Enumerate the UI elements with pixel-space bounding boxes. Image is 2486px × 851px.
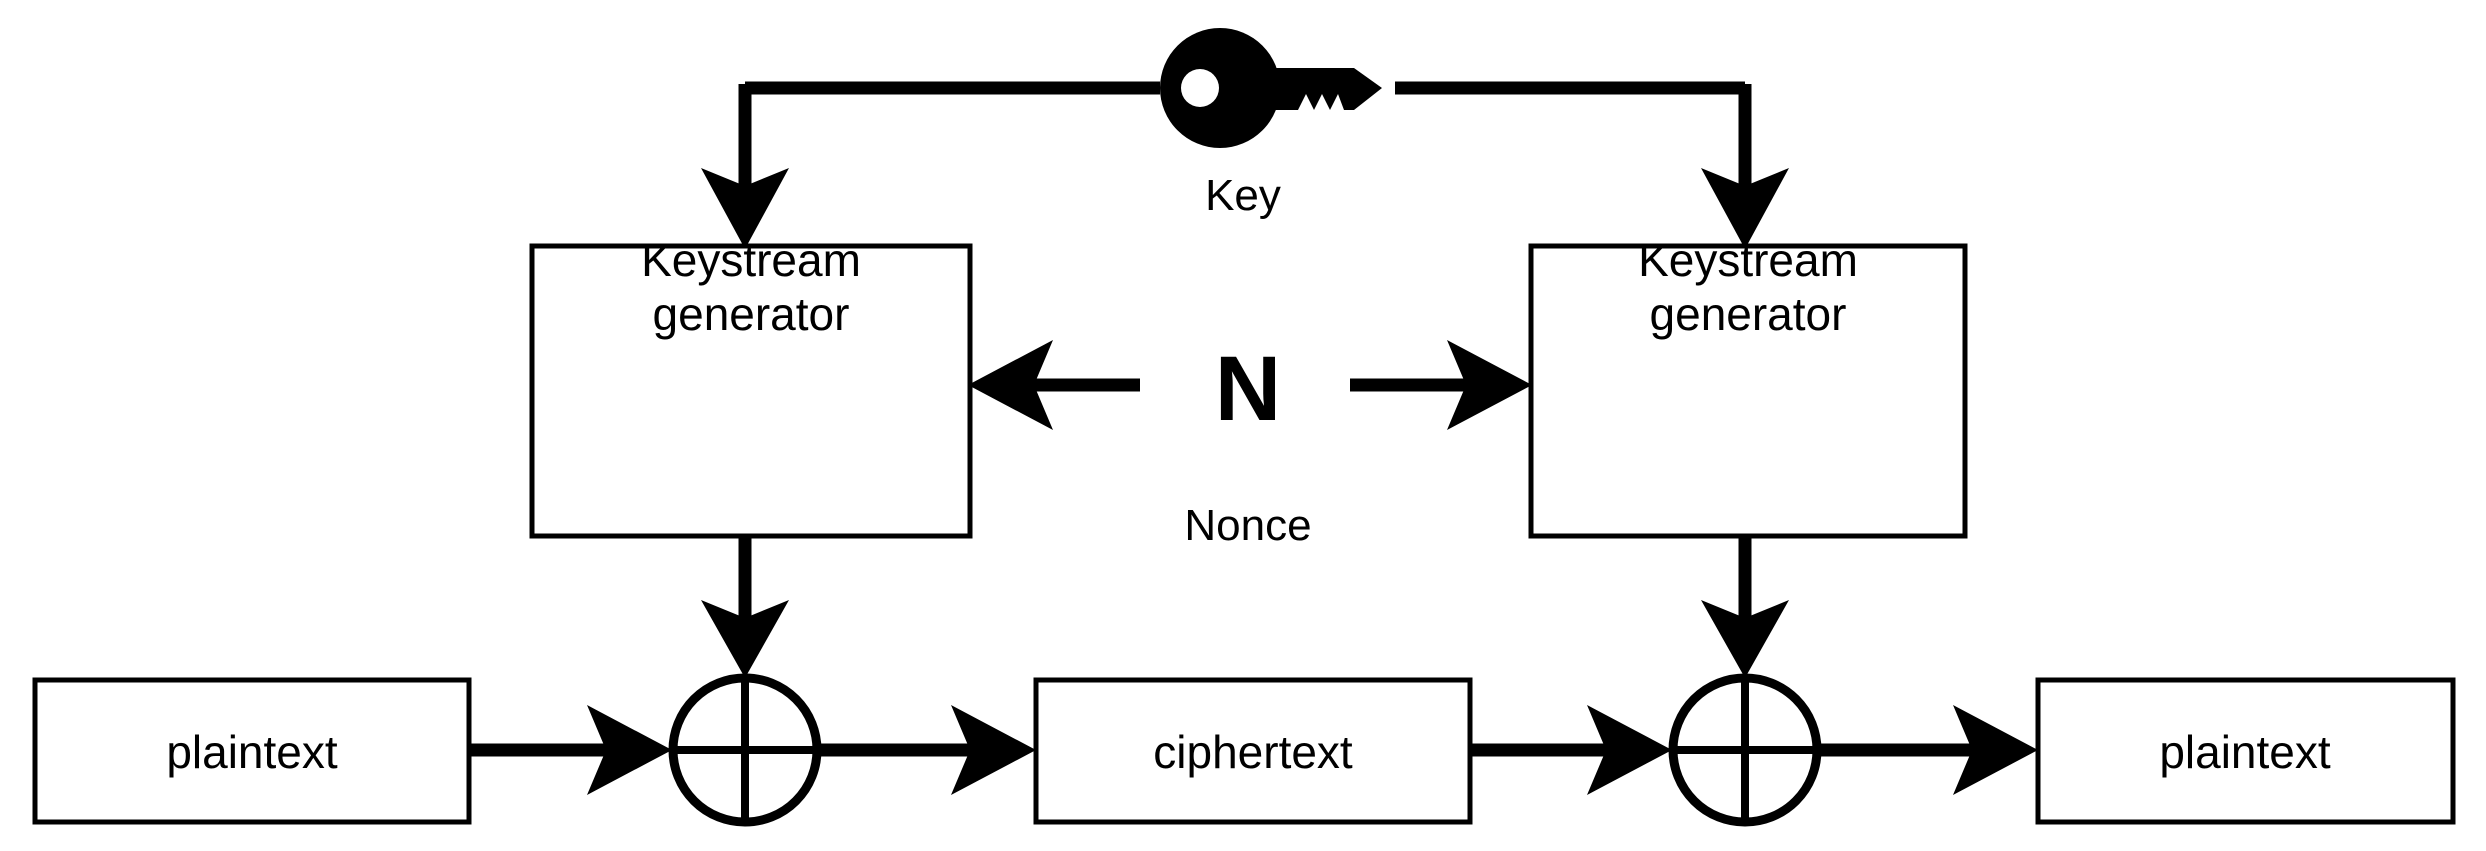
key-head bbox=[1160, 28, 1280, 148]
plaintext-to-xor-left-edge bbox=[469, 705, 672, 795]
plaintext-output-label: plaintext bbox=[2159, 726, 2331, 778]
keystream-generator-right-label-line2: generator bbox=[1650, 288, 1847, 340]
xor-left-to-ciphertext-edge bbox=[790, 705, 1036, 795]
ciphertext-box bbox=[1033, 677, 1473, 825]
arrowhead-nonce-to-left-generator bbox=[968, 340, 1053, 430]
arrowhead-key-to-left-generator bbox=[701, 168, 789, 249]
xor-right-to-plaintext-edge bbox=[1790, 705, 2038, 795]
key-hole bbox=[1181, 69, 1219, 107]
nonce-caption: Nonce bbox=[1184, 501, 1311, 550]
arrowhead-right-generator-to-xor bbox=[1701, 600, 1789, 678]
key-shaft bbox=[1262, 68, 1382, 110]
keystream-generator-left-box bbox=[529, 243, 973, 539]
arrowhead-key-to-right-generator bbox=[1701, 168, 1789, 249]
keystream-generator-right-box bbox=[1528, 243, 1968, 539]
keystream-generator-right-label-line1: Keystream bbox=[1638, 234, 1858, 286]
ciphertext-to-xor-right-edge bbox=[1470, 705, 1672, 795]
nonce-to-right-generator-edge bbox=[1350, 340, 1532, 430]
right-generator-to-xor-edge bbox=[1701, 536, 1789, 678]
plaintext-input-box bbox=[32, 677, 472, 825]
xor-operator-left bbox=[668, 673, 822, 827]
plaintext-input-label: plaintext bbox=[166, 726, 338, 778]
xor-operator-right bbox=[1668, 673, 1822, 827]
nonce-glyph: N bbox=[1215, 338, 1281, 440]
key-icon bbox=[1160, 28, 1382, 148]
arrowhead-left-generator-to-xor bbox=[701, 600, 789, 678]
nonce-to-left-generator-edge bbox=[968, 340, 1140, 430]
ciphertext-label: ciphertext bbox=[1153, 726, 1353, 778]
key-to-left-generator-edge bbox=[701, 81, 1789, 249]
key-caption: Key bbox=[1205, 171, 1281, 220]
left-generator-to-xor-edge bbox=[701, 536, 789, 678]
keystream-generator-left-label-line2: generator bbox=[653, 288, 850, 340]
arrowhead-xor-right-to-plaintext bbox=[1953, 705, 2038, 795]
arrowhead-nonce-to-right-generator bbox=[1447, 340, 1532, 430]
plaintext-output-box bbox=[2035, 677, 2456, 825]
keystream-generator-left-label-line1: Keystream bbox=[641, 234, 861, 286]
arrowhead-xor-left-to-ciphertext bbox=[951, 705, 1036, 795]
arrowhead-plaintext-to-xor-left bbox=[587, 705, 672, 795]
arrowhead-ciphertext-to-xor-right bbox=[1587, 705, 1672, 795]
